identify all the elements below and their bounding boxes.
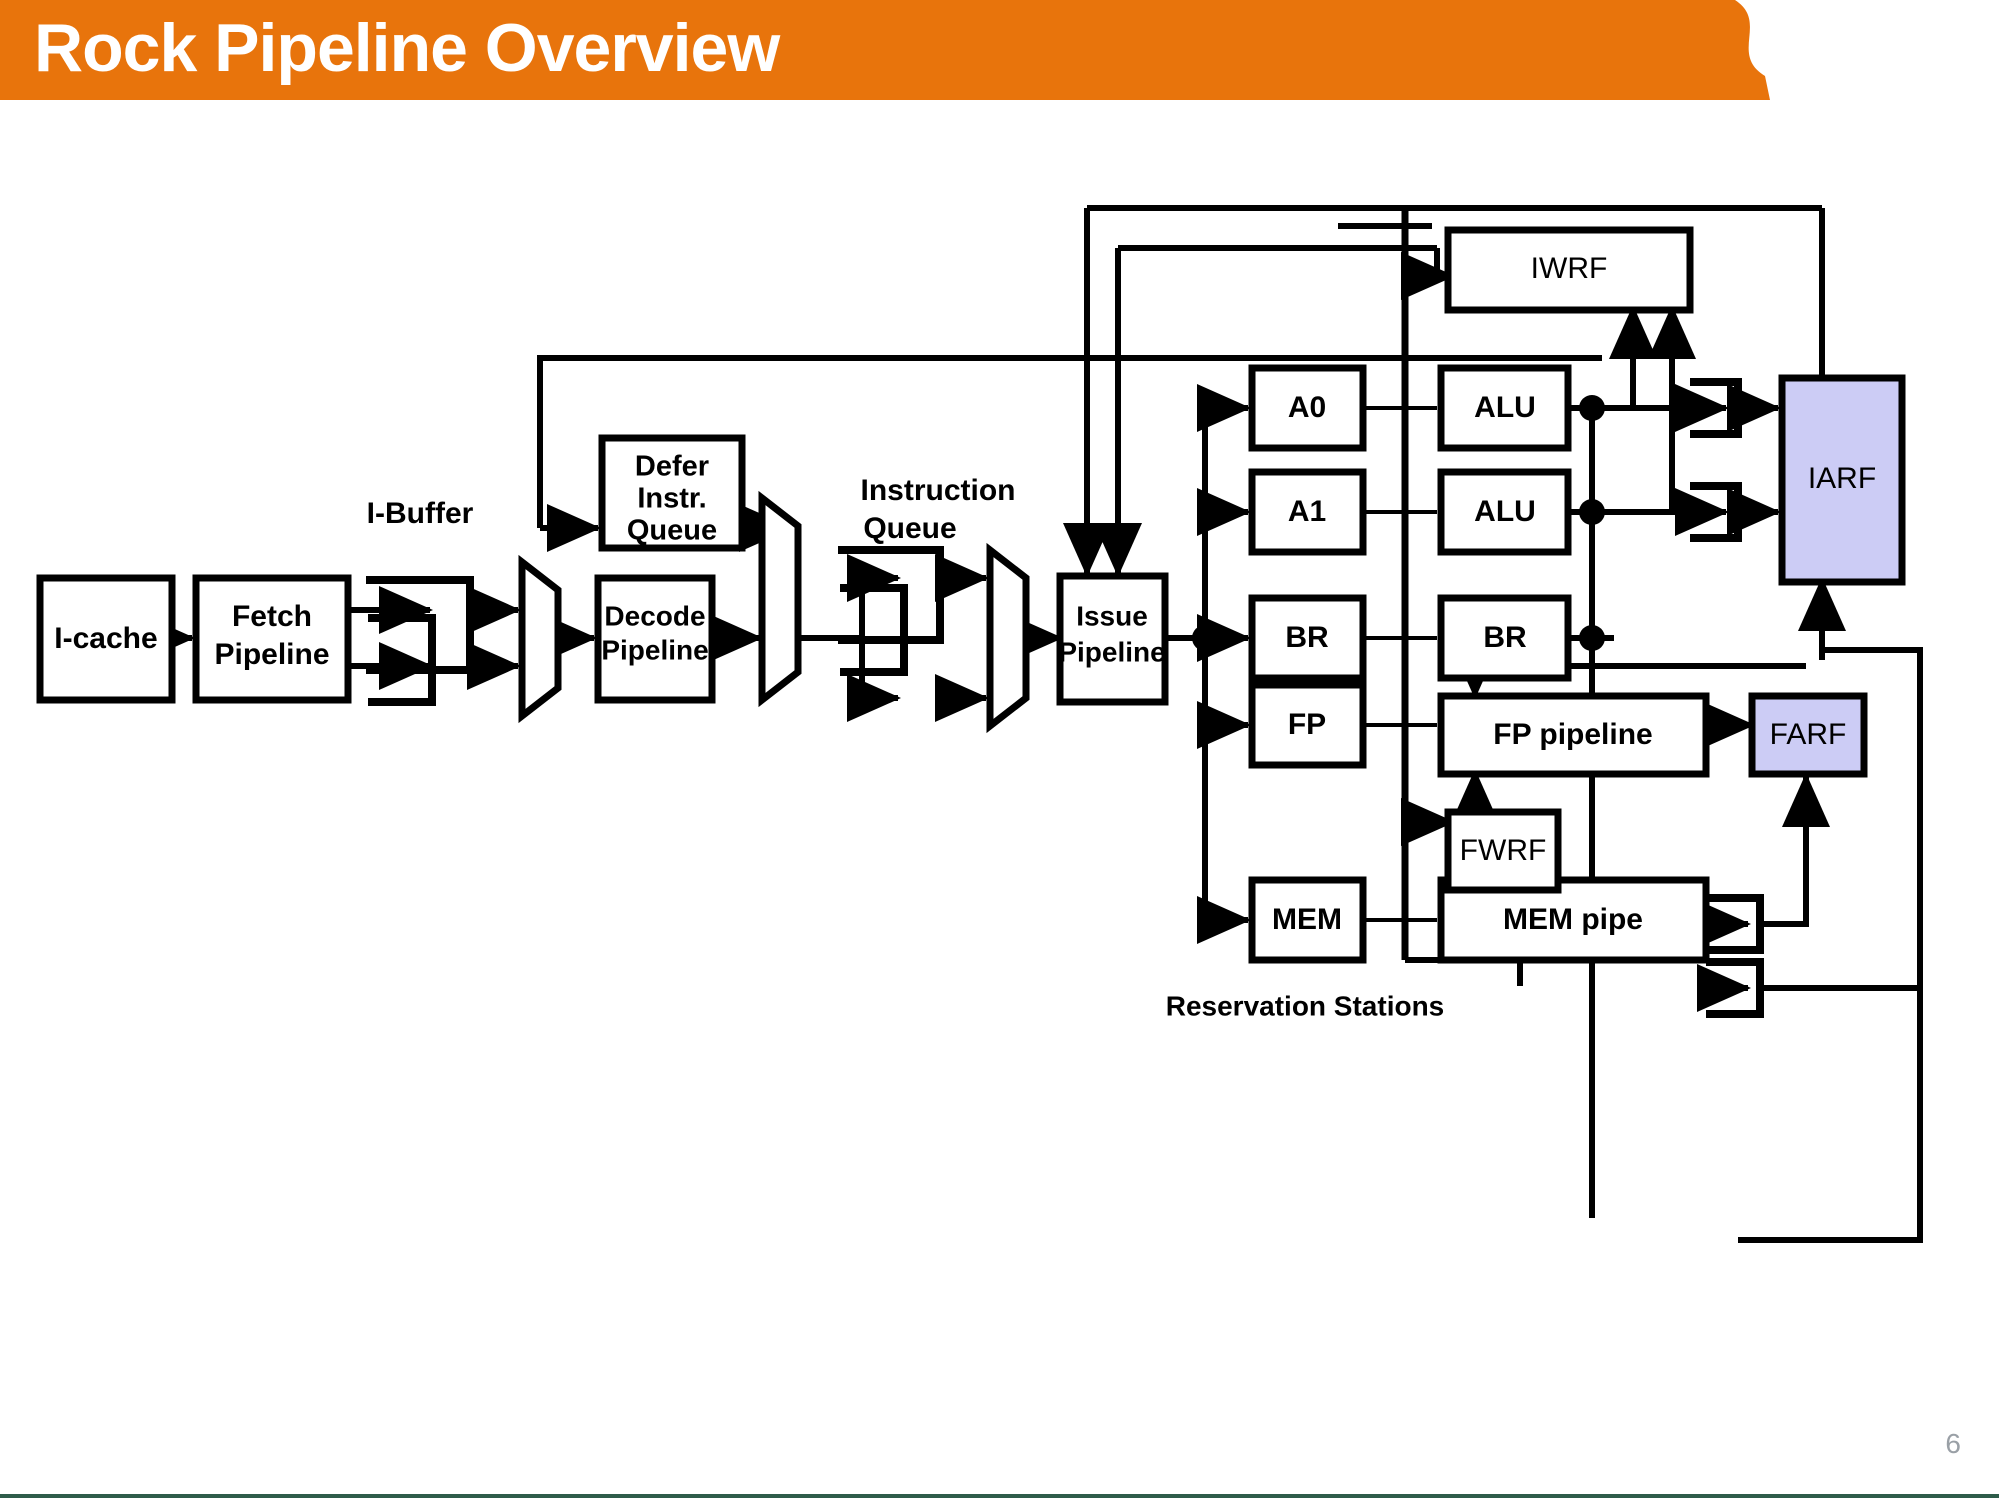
svg-text:FP: FP	[1288, 708, 1326, 741]
register-file-iarf: IARF	[1778, 374, 1906, 586]
svg-text:I-cache: I-cache	[54, 622, 157, 655]
register-file-iwrf: IWRF	[1444, 226, 1694, 314]
svg-text:Fetch: Fetch	[232, 600, 312, 633]
svg-text:ALU: ALU	[1474, 391, 1536, 424]
exec-unit-br: BR	[1437, 594, 1572, 682]
svg-text:Defer: Defer	[635, 451, 709, 483]
mux-ibuffer-out	[518, 554, 562, 724]
exec-unit-alu-0: ALU	[1437, 364, 1572, 452]
pipeline-diagram: I-cache Fetch Pipeline I-Buffer Defer In…	[0, 100, 1999, 1430]
svg-text:IWRF: IWRF	[1531, 252, 1608, 285]
svg-text:FARF: FARF	[1770, 718, 1847, 751]
block-defer-instr-queue: Defer Instr. Queue	[598, 434, 746, 552]
label-instruction-queue-2: Queue	[863, 512, 956, 545]
svg-text:A0: A0	[1288, 391, 1326, 424]
block-decode-pipeline: Decode Pipeline	[594, 574, 716, 704]
reservation-station-a0: A0	[1248, 364, 1367, 452]
svg-text:MEM: MEM	[1272, 903, 1342, 936]
diagram-wires	[141, 205, 1923, 1243]
reservation-station-a1: A1	[1248, 468, 1367, 556]
svg-text:Issue: Issue	[1076, 600, 1148, 631]
mux-instruction-queue-out	[986, 542, 1030, 734]
register-file-fwrf: FWRF	[1444, 808, 1562, 894]
svg-text:Queue: Queue	[627, 515, 717, 547]
block-icache: I-cache	[36, 574, 176, 704]
svg-text:IARF: IARF	[1808, 462, 1876, 495]
svg-text:BR: BR	[1483, 621, 1527, 654]
banner-background	[0, 0, 1770, 100]
svg-text:Pipeline: Pipeline	[601, 634, 708, 665]
reservation-station-mem: MEM	[1248, 876, 1367, 964]
svg-text:A1: A1	[1288, 495, 1326, 528]
label-instruction-queue-1: Instruction	[861, 474, 1016, 507]
title-banner-shape	[0, 0, 1770, 100]
mux-decode-out	[758, 490, 802, 708]
page-title: Rock Pipeline Overview	[34, 10, 780, 86]
footer-rule	[0, 1494, 1999, 1498]
svg-text:FP pipeline: FP pipeline	[1493, 718, 1652, 751]
svg-text:Instr.: Instr.	[637, 483, 706, 515]
reservation-station-fp: FP	[1248, 681, 1367, 769]
register-file-farf: FARF	[1748, 692, 1868, 778]
reservation-station-br: BR	[1248, 594, 1367, 682]
label-ibuffer: I-Buffer	[367, 497, 474, 530]
title-banner: Rock Pipeline Overview	[0, 0, 1790, 100]
block-fetch-pipeline: Fetch Pipeline	[192, 574, 352, 704]
block-issue-pipeline: Issue Pipeline	[1056, 572, 1169, 706]
caption-reservation-stations: Reservation Stations	[1166, 990, 1445, 1021]
svg-text:Pipeline: Pipeline	[214, 638, 329, 671]
svg-text:Decode: Decode	[604, 600, 705, 631]
svg-text:ALU: ALU	[1474, 495, 1536, 528]
svg-text:FWRF: FWRF	[1460, 834, 1547, 867]
page-number: 6	[1945, 1428, 1961, 1459]
exec-unit-alu-1: ALU	[1437, 468, 1572, 556]
exec-unit-mem-pipe: MEM pipe	[1437, 876, 1710, 964]
svg-text:Pipeline: Pipeline	[1058, 636, 1165, 667]
svg-text:MEM pipe: MEM pipe	[1503, 903, 1643, 936]
svg-text:BR: BR	[1285, 621, 1329, 654]
exec-unit-fp-pipeline: FP pipeline	[1437, 692, 1710, 778]
pipeline-diagram-svg: I-cache Fetch Pipeline I-Buffer Defer In…	[36, 205, 1923, 1243]
